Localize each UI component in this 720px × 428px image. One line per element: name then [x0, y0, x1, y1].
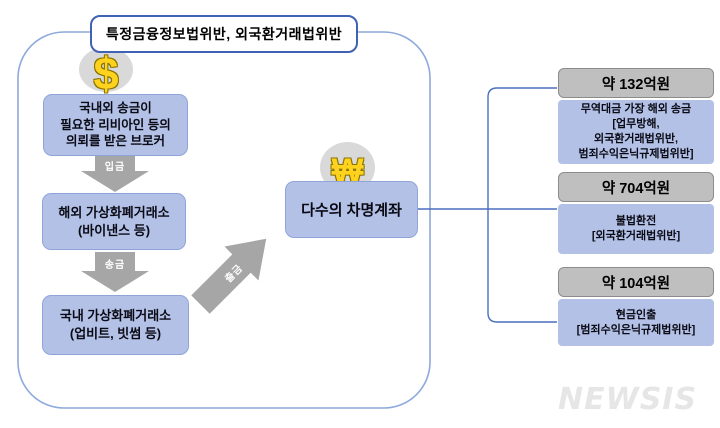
broker-box: 국내외 송금이 필요한 리비아인 등의 의뢰를 받은 브로커 [43, 94, 188, 156]
domestic-exchange-box: 국내 가상화폐거래소 (업비트, 빗썸 등) [42, 295, 189, 355]
overseas-exchange-box: 해외 가상화폐거래소 (바이낸스 등) [42, 193, 186, 250]
title-label: 특정금융정보법위반, 외국환거래법위반 [105, 26, 343, 42]
result-amount-1: 약 132억원 [558, 68, 714, 98]
dollar-coin: $ [79, 47, 133, 96]
arrow-down-remit-icon [81, 252, 149, 292]
arrow-remit-label: 송금 [104, 260, 126, 271]
accounts-box: 다수의 차명계좌 [285, 181, 418, 238]
result-desc-1: 무역대금 가장 해외 송금 [업무방해, 외국환거래법위반, 범죄수익은닉규제법… [558, 100, 714, 164]
arrow-deposit-label: 입금 [104, 162, 126, 173]
result-desc-3: 현금인출 [범죄수익은닉규제법위반] [558, 299, 714, 346]
arrow-diagonal-withdraw-icon [191, 238, 267, 314]
dollar-icon: $ [93, 48, 119, 99]
title-box: 특정금융정보법위반, 외국환거래법위반 [90, 15, 358, 53]
arrow-down-deposit-icon [81, 155, 149, 192]
result-amount-3: 약 104억원 [558, 267, 714, 297]
connector-bracket-line [487, 87, 557, 323]
result-desc-2: 불법환전 [외국환거래법위반] [558, 204, 714, 254]
newsis-watermark: NEWSIS [558, 382, 698, 417]
result-amount-2: 약 704억원 [558, 172, 714, 202]
